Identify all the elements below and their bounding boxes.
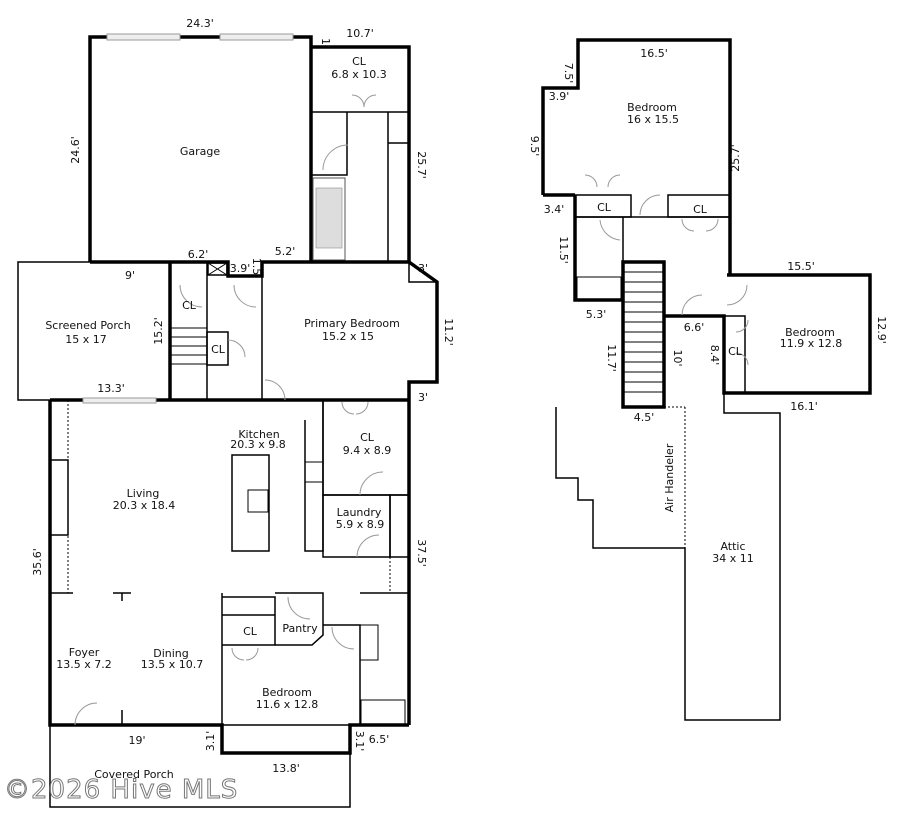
garage-window [106, 33, 181, 41]
dimension-label: 3.1' [204, 731, 217, 752]
room-closet-name: CL [352, 55, 367, 68]
room-laundry-name: Laundry [337, 506, 382, 519]
sink [247, 489, 269, 513]
room-covered-porch-name: Covered Porch [94, 768, 174, 781]
dimension-label: 1' [319, 38, 332, 48]
room-bedroom-name: Bedroom [785, 326, 835, 339]
bathtub [360, 699, 406, 725]
dimension-label: 35.6' [31, 548, 44, 576]
vanity [359, 624, 379, 661]
dimension-label: 3.9' [549, 90, 570, 103]
dimension-label: 15.5' [787, 260, 815, 273]
room-attic-name: Attic [720, 540, 745, 553]
room-living-size: 20.3 x 18.4 [113, 499, 176, 512]
room-screened-porch-name: Screened Porch [45, 319, 130, 332]
room-attic-size: 34 x 11 [712, 552, 754, 565]
dimension-label: 3.9' [230, 262, 251, 275]
dimension-label: 8.4' [708, 345, 721, 366]
dimension-label: 7.5' [562, 63, 575, 84]
dimension-label: 11.5' [557, 236, 570, 264]
dimension-label: 19' [128, 734, 145, 747]
range [304, 461, 324, 483]
dimension-label: 11.2' [442, 318, 455, 346]
dimension-label: 24.6' [69, 136, 82, 164]
stair-treads [623, 271, 664, 393]
dimension-label: 16.5' [640, 47, 668, 60]
room-closet-size: 6.8 x 10.3 [331, 68, 387, 81]
room-closet-kitchen-name: CL [360, 431, 375, 444]
first-floor-dimensions: 24.3' 10.7' 1' 24.6' 25.7' 6.2' 5.2' 9' … [31, 17, 455, 775]
bathtub [576, 276, 622, 300]
stairs [170, 327, 207, 365]
dimension-label: 3' [418, 391, 428, 404]
room-closet-name: CL [728, 345, 743, 358]
dimension-label: 5.3' [586, 308, 607, 321]
room-bedroom-size: 11.6 x 12.8 [256, 698, 319, 711]
room-dining-name: Dining [153, 647, 189, 660]
room-dining-size: 13.5 x 10.7 [141, 658, 204, 671]
room-bedroom-size: 16 x 15.5 [627, 113, 679, 126]
room-closet-name: CL [211, 343, 226, 356]
stairs [621, 260, 666, 409]
fireplace [49, 459, 69, 536]
dimension-label: 9' [125, 269, 135, 282]
dimension-label: 1.5' [250, 258, 263, 279]
dimension-label: 24.3' [186, 17, 214, 30]
dimension-label: 37.5' [415, 539, 428, 567]
dimension-label: 13.8' [272, 762, 300, 775]
doors-upper [584, 174, 749, 366]
room-closet-name: CL [597, 201, 612, 214]
room-closet-name: CL [182, 299, 197, 312]
room-laundry-size: 5.9 x 8.9 [336, 518, 385, 531]
room-bedroom-name: Bedroom [627, 101, 677, 114]
dimension-label: 6.6' [684, 321, 705, 334]
covered-porch-outline [49, 724, 351, 808]
room-primary-bedroom-size: 15.2 x 15 [322, 330, 374, 343]
room-primary-bedroom-name: Primary Bedroom [304, 317, 400, 330]
dimension-label: 6.5' [369, 733, 390, 746]
dimension-label: 10' [671, 349, 684, 366]
dimension-label: 4.5' [634, 411, 655, 424]
room-air-handler-name: Air Handeler [663, 443, 676, 512]
room-living-name: Living [127, 487, 160, 500]
dimension-label: 5.2' [275, 245, 296, 258]
second-floor-labels: Bedroom 16 x 15.5 CL CL Bedroom 11.9 x 1… [528, 47, 888, 565]
dimension-label: 3.1' [353, 731, 366, 752]
room-kitchen-size: 20.3 x 9.8 [230, 438, 286, 451]
dimension-label: 6.2' [188, 248, 209, 261]
dimension-label: 16.1' [790, 400, 818, 413]
room-bedroom-size: 11.9 x 12.8 [780, 337, 843, 350]
room-bedroom-name: Bedroom [262, 686, 312, 699]
shower-tile [315, 187, 343, 249]
dimension-label: 10.7' [346, 27, 374, 40]
doors [74, 94, 384, 726]
dimension-label: 25.7' [415, 151, 428, 179]
dimension-label: 25.7' [729, 144, 742, 172]
room-pantry-name: Pantry [282, 622, 318, 635]
room-closet-name: CL [693, 203, 708, 216]
room-foyer-name: Foyer [69, 646, 100, 659]
dimension-label: 3' [418, 262, 428, 275]
dimension-label: 9.5' [528, 136, 541, 157]
porch-slider [82, 397, 157, 404]
room-kitchen-name: Kitchen [238, 428, 279, 441]
watermark: ©2026 Hive MLS [4, 775, 238, 805]
room-garage-name: Garage [180, 145, 221, 158]
first-floor-labels: Garage CL 6.8 x 10.3 Screened Porch 15 x… [31, 17, 455, 781]
room-foyer-size: 13.5 x 7.2 [56, 658, 112, 671]
room-screened-porch-size: 15 x 17 [65, 333, 107, 346]
first-floor-walls [17, 33, 439, 808]
room-closet-name: CL [243, 625, 258, 638]
second-floor-walls [541, 38, 872, 721]
garage-window [219, 33, 294, 41]
dimension-label: 3.4' [544, 203, 565, 216]
kitchen-island [231, 454, 270, 552]
dimension-label: 11.7' [605, 344, 618, 372]
dimension-label: 13.3' [97, 382, 125, 395]
dimension-label: 12.9' [875, 316, 888, 344]
room-closet-kitchen-size: 9.4 x 8.9 [343, 444, 392, 457]
second-floor-dimensions: 16.5' 7.5' 3.9' 9.5' 25.7' 3.4' 11.5' 15… [528, 47, 888, 424]
dimension-label: 15.2' [152, 317, 165, 345]
